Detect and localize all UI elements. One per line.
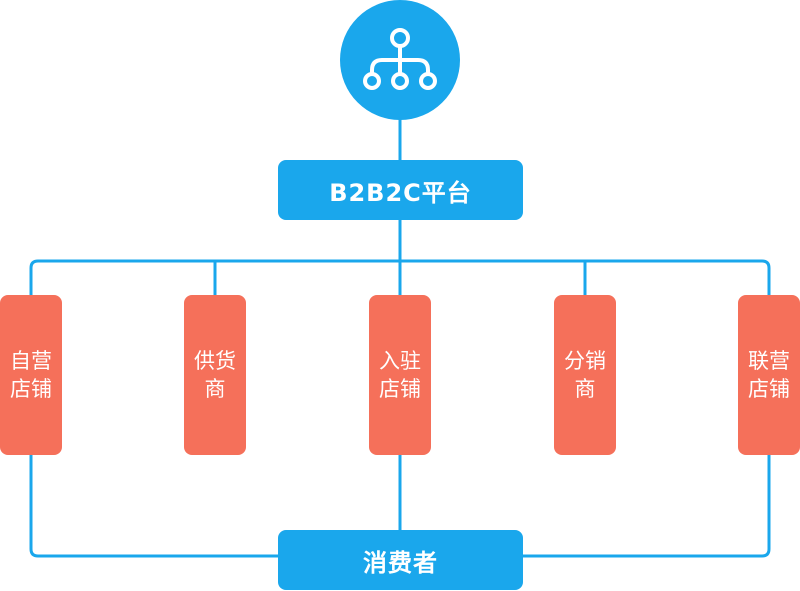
node-settled-store: 入驻店铺 — [369, 295, 431, 455]
platform-box: B2B2C平台 — [278, 160, 523, 220]
node-1-to-consumer-line — [29, 453, 280, 558]
node-self-operated-store: 自营店铺 — [0, 295, 62, 455]
node-supplier: 供货商 — [184, 295, 246, 455]
consumer-box: 消费者 — [278, 530, 523, 590]
hub-circle — [340, 0, 460, 120]
node-distributor: 分销商 — [554, 295, 616, 455]
network-hierarchy-icon — [363, 28, 437, 90]
node-joint-store: 联营店铺 — [738, 295, 800, 455]
node-5-to-consumer-line — [521, 453, 771, 558]
top-bus-line — [29, 259, 771, 297]
